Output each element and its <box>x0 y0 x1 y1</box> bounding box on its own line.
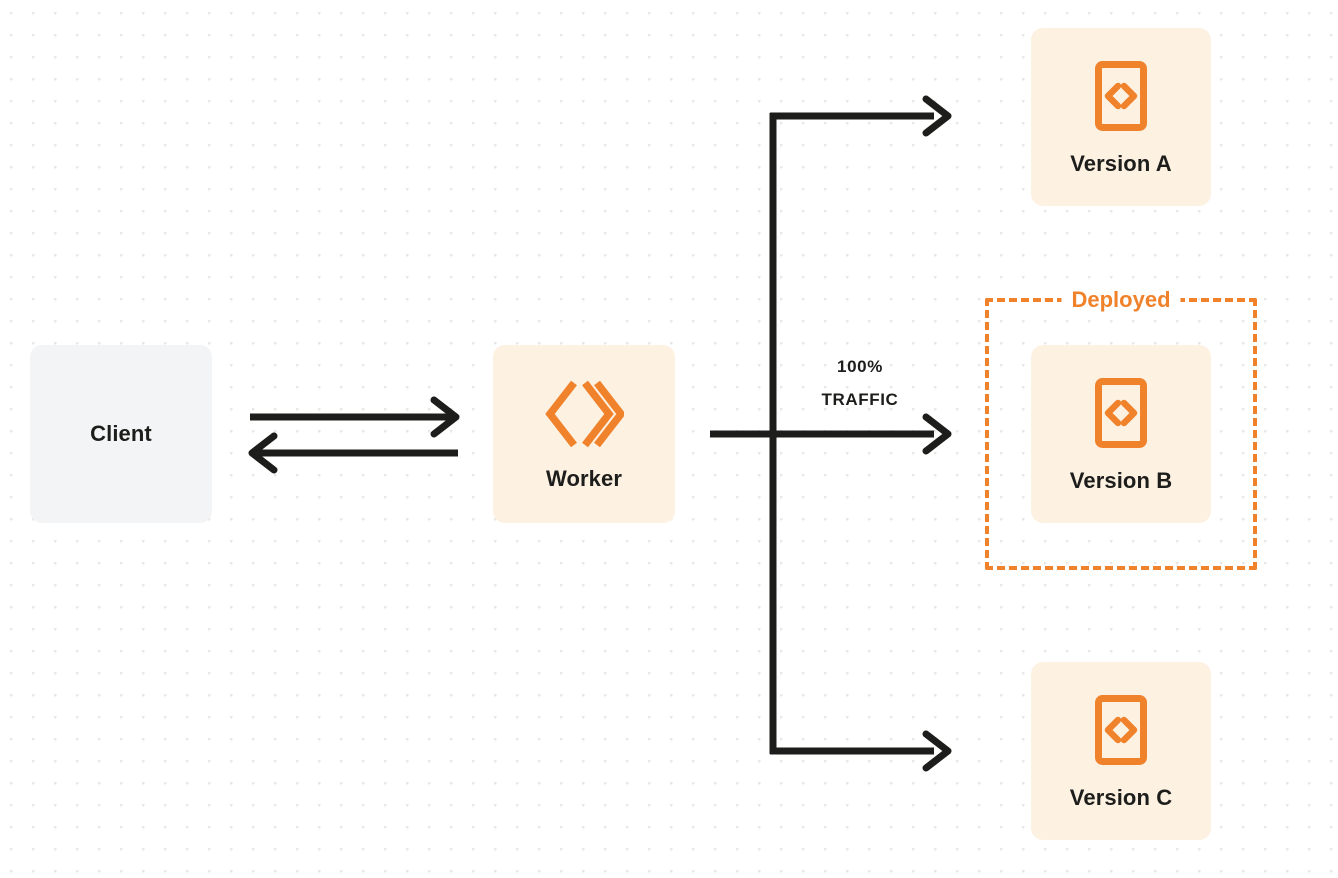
node-version-c[interactable]: Version C <box>1031 662 1211 840</box>
edge-worker-to-client <box>248 432 458 474</box>
node-version-b[interactable]: Version B <box>1031 345 1211 523</box>
client-label: Client <box>90 421 152 446</box>
node-version-a[interactable]: Version A <box>1031 28 1211 206</box>
traffic-percent: 100% <box>837 357 883 376</box>
deployed-group: Deployed <box>985 287 1257 570</box>
edge-split-to-version-a <box>770 95 952 137</box>
edge-split-to-version-b <box>773 413 952 455</box>
node-worker[interactable]: Worker <box>493 345 675 523</box>
code-file-icon <box>1093 59 1149 133</box>
deployed-group-label: Deployed <box>1061 287 1181 313</box>
edge-client-to-worker <box>250 396 460 438</box>
worker-label: Worker <box>546 466 622 491</box>
version-a-label: Version A <box>1070 151 1172 176</box>
traffic-share-label: 100% TRAFFIC <box>790 350 930 416</box>
version-b-label: Version B <box>1069 468 1173 493</box>
traffic-caption: TRAFFIC <box>821 390 899 410</box>
code-file-icon <box>1093 693 1149 767</box>
node-client[interactable]: Client <box>30 345 212 523</box>
cloudflare-workers-icon <box>544 378 626 450</box>
version-c-label: Version C <box>1069 785 1173 810</box>
code-file-icon <box>1093 376 1149 450</box>
edge-split-to-version-c <box>770 730 952 772</box>
